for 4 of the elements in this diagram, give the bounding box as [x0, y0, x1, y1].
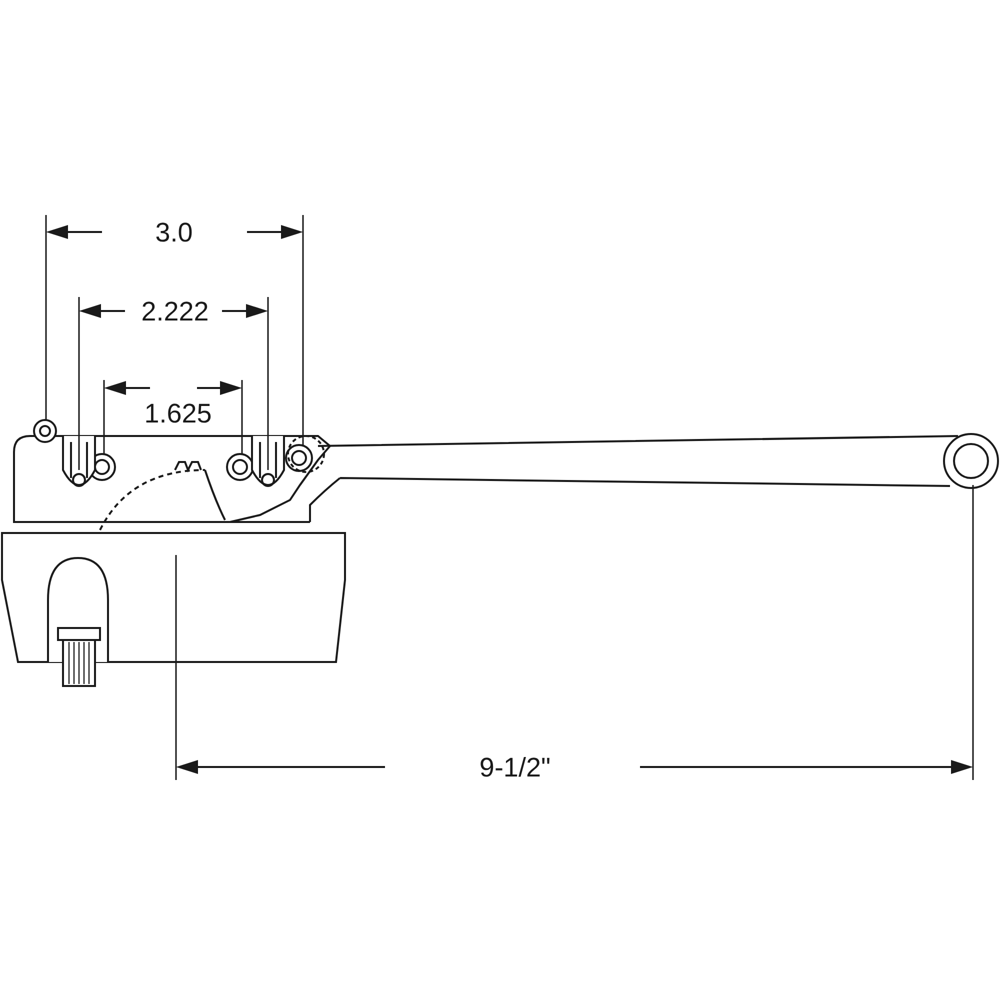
dimension-label: 1.625 [144, 400, 212, 428]
dimension-label: 9-1/2" [479, 754, 551, 782]
dimension-label: 3.0 [155, 220, 193, 246]
dimension-label: 2.222 [141, 298, 209, 326]
